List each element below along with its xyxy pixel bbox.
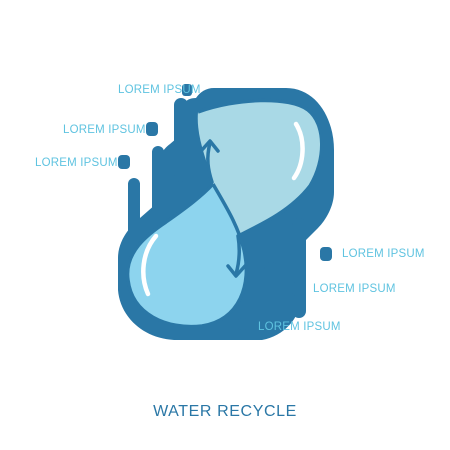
arrow-down-icon xyxy=(226,234,247,278)
water-drop-icon xyxy=(197,100,322,236)
diagram-title: WATER RECYCLE xyxy=(153,403,297,420)
dot xyxy=(292,282,304,296)
callout-label: LOREM IPSUM xyxy=(35,157,118,169)
streak xyxy=(128,178,140,248)
streak xyxy=(264,262,278,334)
streak xyxy=(152,146,164,236)
drop-highlight xyxy=(291,121,305,181)
callout-label: LOREM IPSUM xyxy=(258,321,341,333)
callout-label: LOREM IPSUM xyxy=(63,124,146,136)
dot xyxy=(182,84,192,96)
callout-label: LOREM IPSUM xyxy=(313,283,396,295)
callout-label: LOREM IPSUM xyxy=(118,84,201,96)
callout-label: LOREM IPSUM xyxy=(342,248,425,260)
drop-highlight xyxy=(141,233,159,297)
dot xyxy=(320,247,332,261)
water-drop-icon xyxy=(127,184,247,327)
drop-outline xyxy=(197,98,324,238)
dot xyxy=(118,155,130,169)
dot xyxy=(146,122,158,136)
arrow-up-icon xyxy=(199,139,220,184)
drop-outline xyxy=(125,182,249,329)
dot xyxy=(238,318,248,330)
streak xyxy=(174,98,188,182)
streak xyxy=(292,218,306,318)
